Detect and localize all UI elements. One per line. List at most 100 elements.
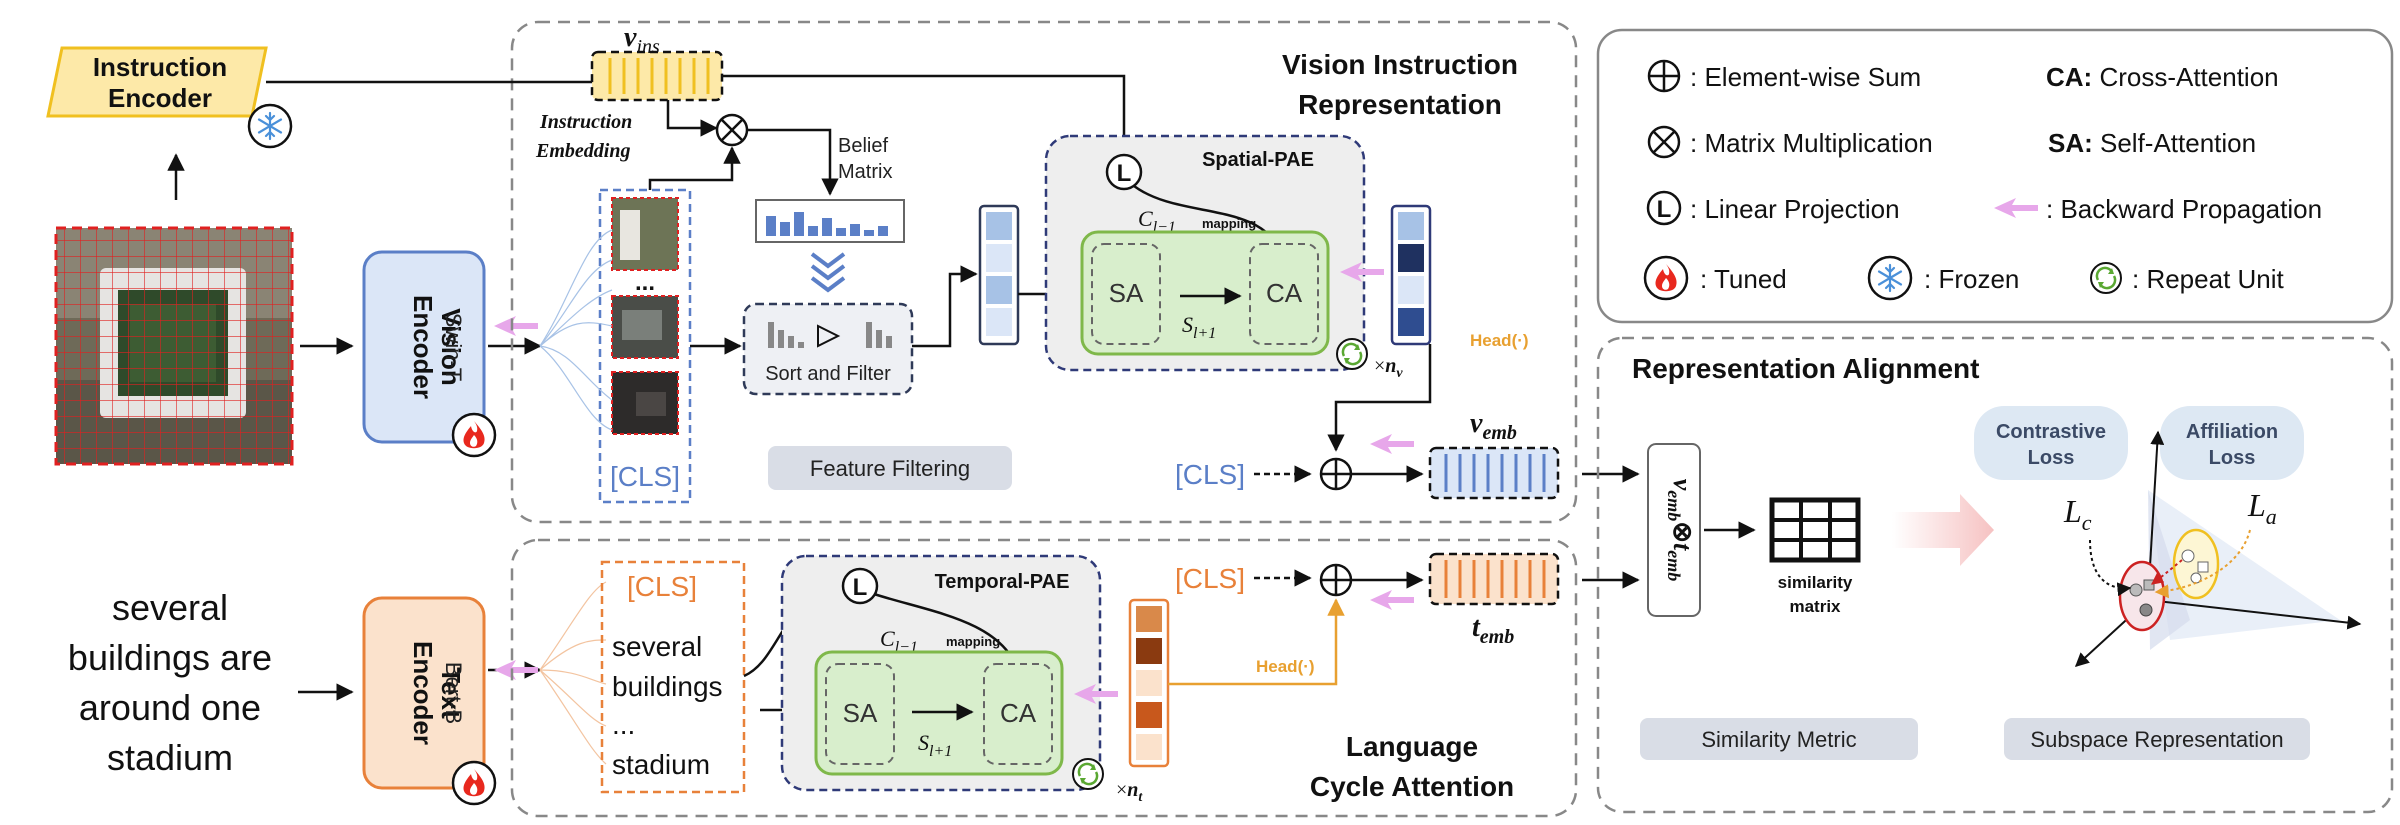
fan-lines-vision [539,229,613,431]
backprop-arrow-temb [1370,590,1414,610]
legend-linear-symbol: L [1657,196,1672,223]
legend-backprop-icon [1994,198,2038,218]
subspace-representation-label: Subspace Representation [2030,727,2283,752]
t-emb-label: temb [1472,612,1514,648]
contrastive-loss-label-1: Contrastive [1996,421,2106,443]
legend-frozen-icon [1867,255,1913,301]
legend-tuned-icon [1643,255,1689,301]
t-emb-token [1428,552,1560,606]
legend-panel [1596,28,2394,324]
s-label-temporal: Sl+1 [918,730,952,760]
instruction-encoder-label-1: Instruction [93,52,227,82]
text-encoder-model: Bert-B [441,662,466,724]
affiliation-loss-pill [2160,406,2304,480]
legend-sum-text: : Element-wise Sum [1690,62,1921,92]
v-ins-token [590,50,724,102]
matrix-multiplication-symbol [715,113,749,147]
sa-label-spatial: SA [1109,278,1144,308]
temporal-pae: Temporal-PAE L Cl−1 mapping SA CA Sl+1 [780,554,1102,792]
times-nv-label: ×nv [1374,355,1403,381]
belief-matrix-label-1: Belief [838,135,888,157]
legend-backprop-text: : Backward Propagation [2046,194,2322,224]
instruction-embedding-label-2: Embedding [535,140,630,162]
feature-filtering-pill [768,446,1012,490]
similarity-matrix-label-1: similarity [1778,573,1853,592]
language-section-title-2: Cycle Attention [1310,771,1514,802]
legend-matmul-icon [1647,125,1681,159]
caption-line-3: around one [79,687,261,728]
caption-line-4: stadium [107,737,233,778]
tuned-icon-text [451,760,497,806]
spatial-output-tokens [1390,204,1432,346]
caption-line-1: several [112,587,228,628]
patch-tokens: ... [CLS] [598,188,692,504]
caption-text: several buildings are around one stadium [68,587,272,778]
legend-ca-text: CA: Cross-Attention [2046,62,2279,92]
subspace-representation-pill [2004,718,2310,760]
backprop-arrow-text [494,660,538,680]
filtered-tokens [978,204,1020,346]
spatial-pae-label: Spatial-PAE [1202,149,1314,171]
down-chevrons [810,252,846,293]
text-cls-output: [CLS] [1175,563,1245,594]
alignment-arrow [1892,494,1994,566]
connector-vins-to-matmul [666,100,718,137]
repeat-icon-temporal [1071,757,1105,791]
ca-label-spatial: CA [1266,278,1303,308]
remote-sensing-image [54,226,294,466]
mapping-label-spatial: mapping [1202,216,1256,231]
feature-filtering-label: Feature Filtering [810,456,970,481]
backprop-arrow-vision [494,316,538,336]
affiliation-loss-label-1: Affiliation [2186,421,2278,443]
legend-repeat-text: : Repeat Unit [2132,264,2285,294]
vision-section-title-2: Representation [1298,89,1502,120]
linear-projection-temporal [841,567,879,605]
linear-symbol-temporal: L [853,574,868,601]
v-emb-label: vemb [1470,408,1517,444]
linear-symbol-spatial: L [1117,160,1132,187]
vision-encoder: Vision Encoder Swin-T [362,250,486,444]
vision-encoder-model: Swin-T [441,313,466,381]
vision-cls-output: [CLS] [1175,459,1245,490]
text-encoder: Text Encoder Bert-B [362,596,486,790]
caption-line-2: buildings are [68,637,272,678]
text-token-1: several [612,631,702,662]
contrastive-loss-label-2: Loss [2028,447,2075,469]
vision-cls-token: [CLS] [610,461,680,492]
similarity-matrix-grid [1769,497,1861,563]
la-label: La [2247,487,2277,529]
legend-tuned-text: : Tuned [1700,264,1787,294]
temporal-pae-label: Temporal-PAE [935,571,1070,593]
backprop-arrow-vemb [1370,434,1414,454]
text-token-2: buildings [612,671,723,702]
repeat-icon-spatial [1335,337,1369,371]
v-ins-label: vins [624,22,660,58]
affiliation-loss-label-2: Loss [2209,447,2256,469]
legend-sum-icon [1647,59,1681,93]
sa-label-temporal: SA [843,698,878,728]
frozen-icon [247,103,293,149]
text-cls-token: [CLS] [627,571,697,602]
s-label-spatial: Sl+1 [1182,312,1216,342]
patch-ellipsis: ... [635,269,655,296]
temporal-output-tokens [1128,598,1170,768]
spatial-pae: Spatial-PAE L Cl−1 mapping SA CA Sl+1 [1044,134,1366,372]
element-sum-vision [1319,457,1353,491]
tuned-icon-vision [451,412,497,458]
subspace-plot [2074,430,2362,667]
legend-frozen-text: : Frozen [1924,264,2019,294]
connector-sort-to-tokens [912,265,978,348]
head-label-text: Head(·) [1256,657,1315,676]
element-sum-text [1319,563,1353,597]
legend-linear-text: : Linear Projection [1690,194,1900,224]
text-tokens: [CLS] several buildings ... stadium [600,560,746,794]
vision-encoder-label-1: Vision [436,308,466,386]
legend-sa-text: SA: Self-Attention [2048,128,2256,158]
instruction-encoder-label-2: Encoder [108,83,212,113]
text-token-4: stadium [612,749,710,780]
text-token-3: ... [612,709,635,740]
legend-repeat-icon [2089,261,2123,295]
similarity-formula: vemb⊗temb [1664,479,1697,582]
similarity-metric-label: Similarity Metric [1701,727,1856,752]
